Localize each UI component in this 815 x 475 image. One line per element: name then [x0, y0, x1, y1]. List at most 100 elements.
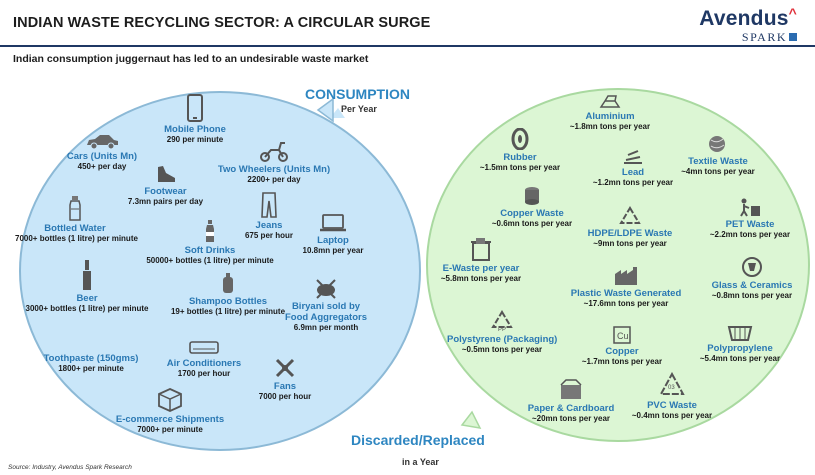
svg-text:Cu: Cu: [617, 331, 629, 341]
package-icon: [158, 388, 182, 412]
item-label: Mobile Phone: [164, 124, 226, 135]
basket-icon: [727, 326, 753, 341]
discarded-item-glass: Glass & Ceramics ~0.8mn tons per year: [700, 256, 804, 301]
item-label: E-commerce Shipments: [115, 414, 225, 425]
aluminium-icon: [599, 95, 621, 108]
item-value: ~5.4mn tons per year: [699, 354, 781, 363]
item-label: Paper & Cardboard: [527, 403, 615, 414]
brand-logo: Avendus^: [699, 5, 797, 31]
item-value: 6.9mn per month: [293, 323, 359, 332]
item-value: 2200+ per day: [247, 175, 301, 184]
item-value: 10.8mn per year: [302, 246, 364, 255]
item-label: Laptop: [317, 235, 349, 246]
tyre-icon: [511, 128, 529, 150]
item-label: Fans: [273, 381, 297, 392]
item-label: E-Waste per year: [442, 263, 520, 274]
top-arrow-head-icon: [316, 97, 334, 123]
item-value: ~4mn tons per year: [681, 167, 755, 176]
item-label: HDPE/LDPE Waste: [587, 228, 673, 239]
consumption-item-beer: Beer 3000+ bottles (1 litre) per minute: [22, 259, 152, 314]
item-label: Aluminium: [585, 111, 635, 122]
item-value: ~1.5mn tons per year: [479, 163, 561, 172]
header-divider: [0, 45, 815, 47]
consumption-circle: [19, 91, 421, 451]
item-value: 450+ per day: [77, 162, 127, 171]
phone-icon: [187, 94, 203, 122]
item-value: 19+ bottles (1 litre) per minute: [170, 307, 286, 316]
item-value: 7000 per hour: [258, 392, 312, 401]
scooter-icon: [260, 142, 288, 162]
item-value: 7000+ per minute: [137, 425, 203, 434]
consumption-item-soft-drinks: Soft Drinks 50000+ bottles (1 litre) per…: [145, 219, 275, 266]
item-label: Bottled Water: [44, 223, 106, 234]
item-label: Plastic Waste Generated: [570, 288, 682, 299]
item-value: ~0.4mn tons per year: [631, 411, 713, 420]
item-value: ~1.2mn tons per year: [592, 178, 674, 187]
page-subtitle: Indian consumption juggernaut has led to…: [13, 53, 369, 65]
bottom-arrow-head-icon: [460, 410, 482, 429]
item-label: Air Conditioners: [166, 358, 242, 369]
glass-icon: [742, 257, 762, 277]
item-value: 50000+ bottles (1 litre) per minute: [146, 256, 274, 265]
consumption-item-cars: Cars (Units Mn) 450+ per day: [52, 133, 152, 172]
item-label: Beer: [76, 293, 98, 304]
laptop-icon: [320, 214, 346, 232]
consumption-item-shampoo: Shampoo Bottles 19+ bottles (1 litre) pe…: [170, 272, 286, 317]
logo-sub-text: SPARK: [741, 30, 787, 44]
item-label: Footwear: [144, 186, 187, 197]
item-label: Soft Drinks: [184, 245, 236, 256]
item-label: Textile Waste: [688, 156, 748, 167]
discarded-item-pet: PET Waste ~2.2mn tons per year: [702, 197, 798, 240]
item-label: Glass & Ceramics: [711, 280, 793, 291]
item-value: ~0.8mn tons per year: [711, 291, 793, 300]
item-value: ~2.2mn tons per year: [709, 230, 791, 239]
svg-text:03: 03: [668, 385, 675, 391]
item-value: 7.3mn pairs per day: [127, 197, 204, 206]
discarded-item-pvc: 03 PVC Waste ~0.4mn tons per year: [622, 372, 722, 421]
discarded-item-hdpe-ldpe: HDPE/LDPE Waste ~9mn tons per year: [580, 206, 680, 249]
item-value: ~17.6mn tons per year: [583, 299, 669, 308]
discarded-subheading: in a Year: [402, 457, 439, 467]
item-label: Copper Waste: [500, 208, 564, 219]
water-bottle-icon: [69, 196, 81, 221]
logo-square-icon: [789, 33, 797, 41]
consumption-item-jeans: Jeans 675 per hour: [244, 192, 294, 241]
consumption-item-footwear: Footwear 7.3mn pairs per day: [118, 164, 213, 207]
source-note: Source: Industry, Avendus Spark Research: [8, 464, 132, 471]
shampoo-icon: [223, 273, 233, 293]
item-label: PET Waste: [725, 219, 775, 230]
item-value: ~9mn tons per year: [593, 239, 667, 248]
item-label: Shampoo Bottles: [188, 296, 268, 307]
recycle-icon: [619, 206, 641, 224]
discarded-circle: [426, 88, 810, 442]
consumption-item-toothpaste: Toothpaste (150gms) 1800+ per minute: [41, 353, 141, 374]
item-value: 3000+ bottles (1 litre) per minute: [25, 304, 149, 313]
consumption-item-two-wheelers: Two Wheelers (Units Mn) 2200+ per day: [216, 140, 332, 185]
item-value: ~0.5mn tons per year: [461, 345, 543, 354]
discarded-item-rubber: Rubber ~1.5mn tons per year: [470, 128, 570, 173]
textile-icon: [709, 136, 725, 152]
car-icon: [87, 135, 118, 149]
recycle-pvc-icon: 03: [659, 372, 685, 395]
item-label: Biryani sold by: [291, 301, 361, 312]
soda-bottle-icon: [206, 220, 214, 242]
consumption-item-laptop: Laptop 10.8mn per year: [300, 213, 366, 256]
consumption-item-biryani: Biryani sold by Food Aggregators 6.9mn p…: [284, 277, 368, 333]
cardboard-icon: [560, 379, 582, 399]
consumption-item-air-conditioners: Air Conditioners 1700 per hour: [160, 340, 248, 379]
lead-icon: [624, 150, 642, 164]
consumption-item-bottled-water: Bottled Water 7000+ bottles (1 litre) pe…: [15, 195, 138, 244]
discarded-item-aluminium: Aluminium ~1.8mn tons per year: [560, 93, 660, 132]
discarded-item-textile: Textile Waste ~4mn tons per year: [676, 134, 760, 177]
item-value: 1800+ per minute: [58, 364, 124, 373]
consumption-item-fans: Fans 7000 per hour: [255, 357, 315, 402]
discarded-item-lead: Lead ~1.2mn tons per year: [585, 149, 681, 188]
item-value: 7000+ bottles (1 litre) per minute: [15, 234, 138, 243]
item-label: Polypropylene: [707, 343, 773, 354]
bin-icon: [740, 198, 760, 217]
ewaste-bin-icon: [471, 238, 491, 261]
logo-caret-icon: ^: [788, 5, 797, 21]
factory-icon: [615, 267, 637, 285]
item-value: 675 per hour: [244, 231, 293, 240]
